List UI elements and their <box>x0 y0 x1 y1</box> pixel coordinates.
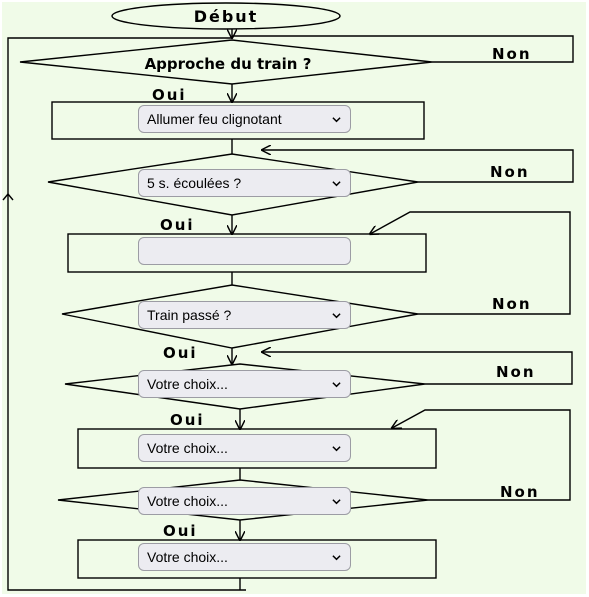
no-label-3: Non <box>492 295 532 313</box>
yes-label-3: Oui <box>163 344 198 362</box>
chevron-down-icon <box>332 446 341 452</box>
select-condition-5[interactable]: Votre choix... <box>138 487 351 515</box>
process-box-4 <box>77 539 437 579</box>
chevron-down-icon <box>332 555 341 561</box>
process-box-1 <box>51 101 425 140</box>
select-value: Votre choix... <box>147 549 228 565</box>
chevron-down-icon <box>332 499 341 505</box>
yes-label-4: Oui <box>170 411 205 429</box>
start-terminal <box>111 2 341 30</box>
select-action-4[interactable]: Votre choix... <box>138 543 351 571</box>
select-value: Train passé ? <box>147 307 232 323</box>
chevron-down-icon <box>332 181 341 187</box>
select-condition-2[interactable]: 5 s. écoulées ? <box>138 169 351 197</box>
select-condition-3[interactable]: Train passé ? <box>138 301 351 329</box>
select-value: 5 s. écoulées ? <box>147 175 242 191</box>
yes-label-2: Oui <box>160 216 195 234</box>
process-box-3 <box>77 428 437 469</box>
select-value: Votre choix... <box>147 376 228 392</box>
decision-label-train-approach: Approche du train ? <box>145 55 312 73</box>
select-value: Allumer feu clignotant <box>147 111 282 127</box>
process-box-2 <box>67 233 427 273</box>
start-label: Début <box>194 7 259 26</box>
no-label-1: Non <box>492 45 532 63</box>
chevron-down-icon <box>332 382 341 388</box>
select-action-empty[interactable] <box>138 237 351 265</box>
no-label-2: Non <box>490 163 530 181</box>
no-label-5: Non <box>500 483 540 501</box>
yes-label-5: Oui <box>163 522 198 540</box>
select-value: Votre choix... <box>147 440 228 456</box>
yes-label-1: Oui <box>152 86 187 104</box>
select-value: Votre choix... <box>147 493 228 509</box>
select-action-1[interactable]: Allumer feu clignotant <box>138 105 351 133</box>
select-condition-4[interactable]: Votre choix... <box>138 370 351 398</box>
select-action-3[interactable]: Votre choix... <box>138 434 351 462</box>
chevron-down-icon <box>332 117 341 123</box>
chevron-down-icon <box>332 313 341 319</box>
no-label-4: Non <box>496 363 536 381</box>
